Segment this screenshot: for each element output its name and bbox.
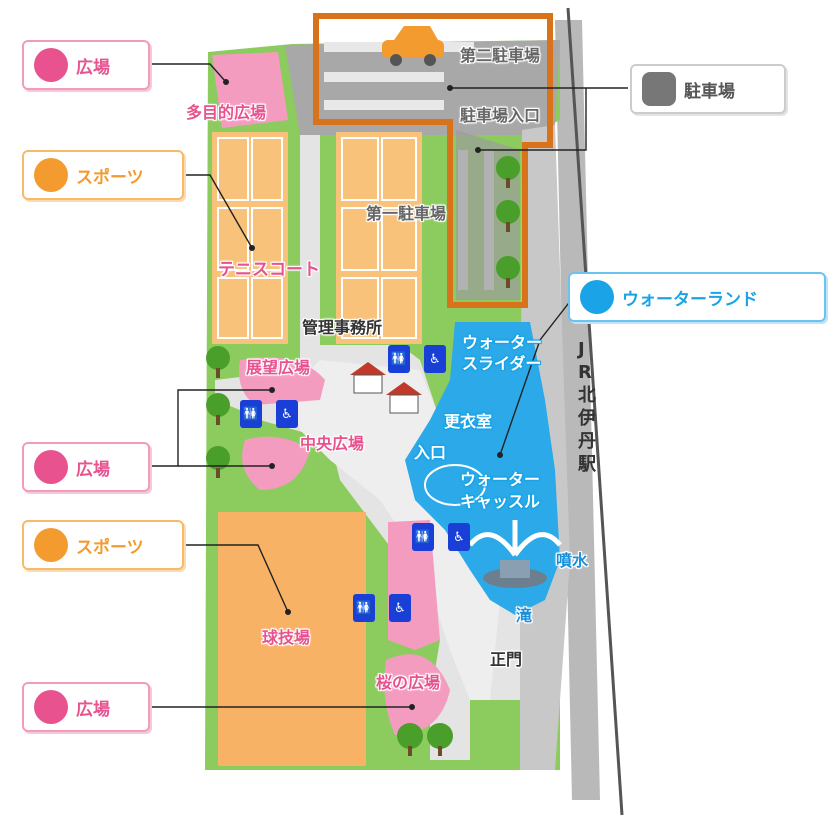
smiley-face-icon bbox=[34, 48, 68, 82]
wheelchair-icon: ♿ bbox=[424, 345, 446, 373]
label-locker-room: 更衣室 bbox=[444, 412, 493, 431]
label-station: JR北伊丹駅 bbox=[578, 339, 596, 475]
office-building-icon bbox=[350, 362, 422, 414]
toilet-icon: 🚻 bbox=[412, 523, 434, 551]
fountain-icon bbox=[468, 520, 562, 588]
legend-plaza-3-label: 広場 bbox=[76, 699, 110, 720]
legend-plaza-3: 広場 bbox=[22, 682, 150, 732]
wave-icon bbox=[580, 280, 614, 314]
toilet-icon: 🚻 bbox=[388, 345, 410, 373]
running-person-icon bbox=[34, 528, 68, 562]
rail-track bbox=[555, 20, 600, 800]
label-main-gate: 正門 bbox=[490, 650, 523, 669]
legend-sports-1-label: スポーツ bbox=[76, 167, 144, 188]
leader-dots bbox=[223, 79, 503, 710]
legend-parking-label: 駐車場 bbox=[684, 81, 735, 102]
label-water-castle-1: ウォーター bbox=[460, 470, 541, 489]
label-parking-entrance: 駐車場入口 bbox=[460, 106, 541, 125]
label-entrance: 入口 bbox=[414, 443, 447, 462]
label-view-plaza: 展望広場 bbox=[246, 358, 311, 377]
label-water-castle-2: キャッスル bbox=[460, 492, 541, 511]
legend-plaza-1: 広場 bbox=[22, 40, 150, 90]
label-sakura-plaza: 桜の広場 bbox=[376, 673, 441, 692]
legend-plaza-1-label: 広場 bbox=[76, 57, 110, 78]
legend-plaza-2-label: 広場 bbox=[76, 459, 110, 480]
legend-sports-1: スポーツ bbox=[22, 150, 184, 200]
multi-plaza-area bbox=[212, 52, 288, 128]
view-plaza-area bbox=[239, 357, 325, 405]
label-tennis: テニスコート bbox=[218, 260, 320, 280]
smiley-face-icon bbox=[34, 450, 68, 484]
label-multi-plaza: 多目的広場 bbox=[186, 103, 267, 122]
legend-plaza-2: 広場 bbox=[22, 442, 150, 492]
central-plaza-area bbox=[242, 436, 310, 490]
smiley-face-icon bbox=[34, 690, 68, 724]
legend-water-land: ウォーターランド bbox=[568, 272, 826, 322]
wheelchair-icon: ♿ bbox=[448, 523, 470, 551]
label-water-slider-2: スライダー bbox=[462, 354, 542, 373]
label-parking-2: 第二駐車場 bbox=[460, 46, 541, 65]
label-parking-1: 第一駐車場 bbox=[366, 204, 447, 223]
wheelchair-icon: ♿ bbox=[389, 594, 411, 622]
toilet-icon: 🚻 bbox=[353, 594, 375, 622]
label-central-plaza: 中央広場 bbox=[300, 434, 365, 453]
label-water-slider-1: ウォーター bbox=[462, 333, 543, 352]
wheelchair-icon: ♿ bbox=[276, 400, 298, 428]
ballpark-area bbox=[218, 512, 366, 766]
label-waterfall: 滝 bbox=[516, 606, 533, 625]
legend-water-land-label: ウォーターランド bbox=[622, 289, 758, 310]
label-ballpark: 球技場 bbox=[262, 628, 311, 647]
label-office: 管理事務所 bbox=[302, 318, 383, 337]
car-icon bbox=[382, 26, 444, 66]
car-icon bbox=[642, 72, 676, 106]
legend-sports-2: スポーツ bbox=[22, 520, 184, 570]
running-person-icon bbox=[34, 158, 68, 192]
north-road bbox=[285, 40, 560, 135]
tree-icons bbox=[206, 156, 520, 756]
parking-2-outline bbox=[313, 13, 553, 308]
tennis-area-left bbox=[212, 132, 288, 344]
legend-sports-2-label: スポーツ bbox=[76, 537, 144, 558]
label-fountain: 噴水 bbox=[556, 551, 589, 570]
legend-parking: 駐車場 bbox=[630, 64, 786, 114]
castle-pool bbox=[424, 464, 486, 506]
tennis-lines bbox=[217, 137, 417, 339]
toilet-icon: 🚻 bbox=[240, 400, 262, 428]
sakura-plaza-lower bbox=[384, 654, 450, 735]
rail-line bbox=[566, 7, 624, 816]
leader-lines bbox=[152, 63, 628, 708]
